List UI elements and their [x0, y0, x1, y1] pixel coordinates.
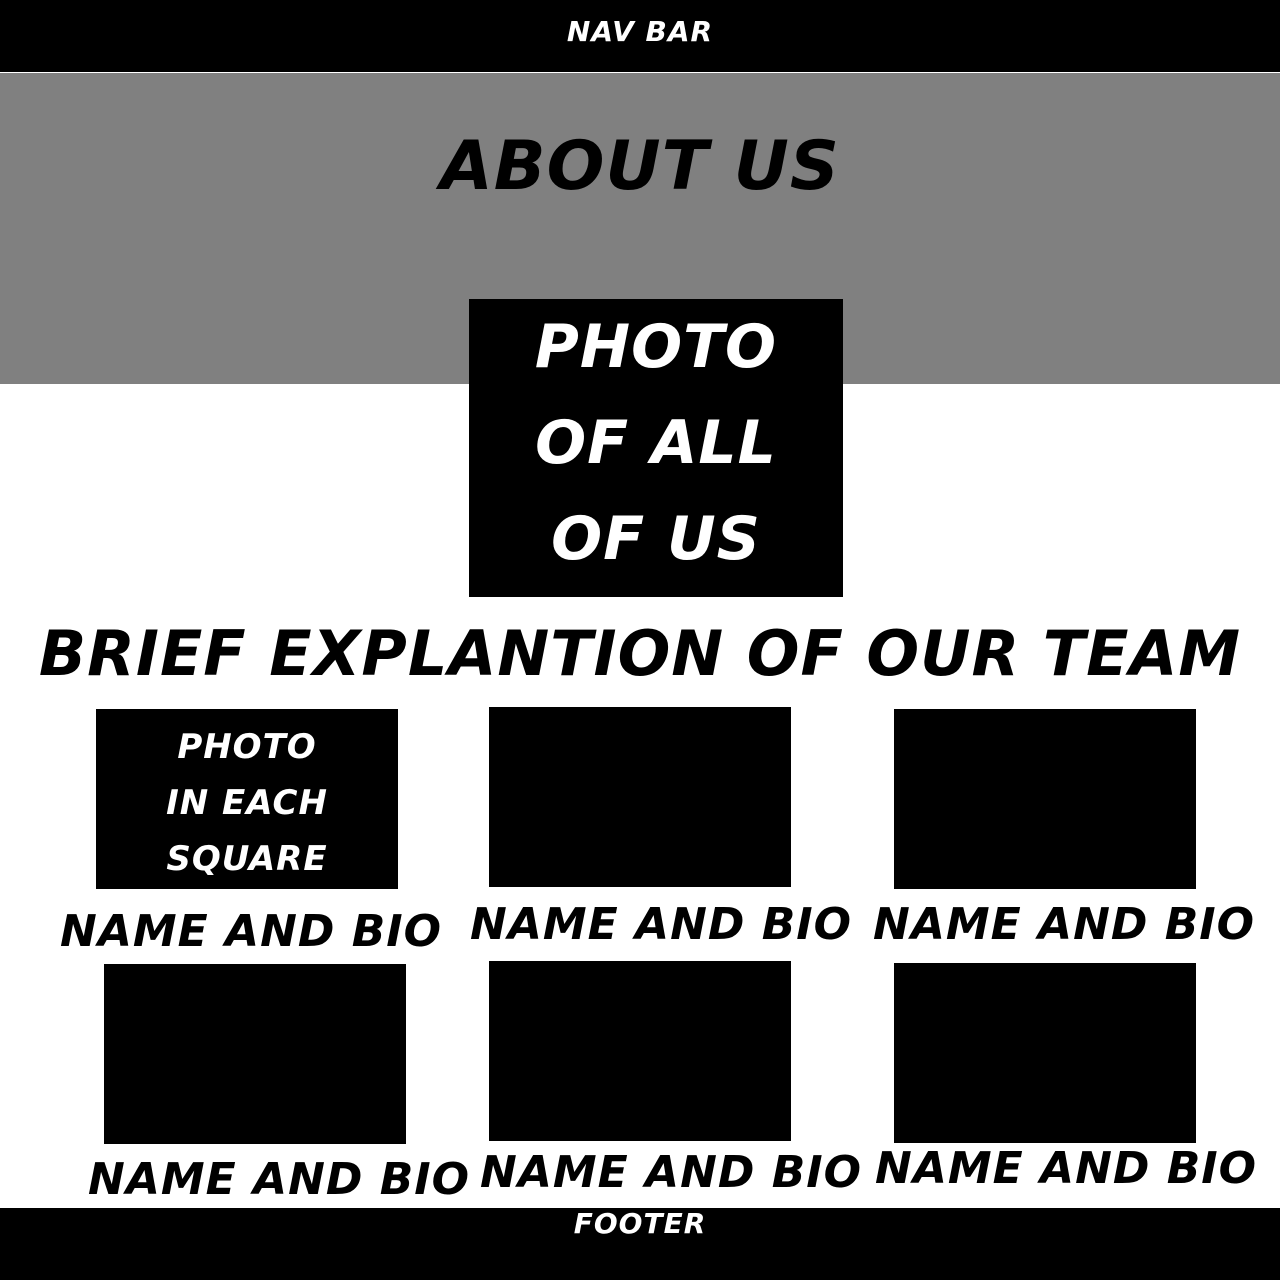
page-title: ABOUT US [440, 127, 840, 206]
member-name-and-bio-2: NAME AND BIO [470, 899, 853, 950]
footer: FOOTER [0, 1207, 1280, 1280]
footer-label: FOOTER [573, 1207, 707, 1240]
member-name-and-bio-4: NAME AND BIO [88, 1154, 471, 1205]
member-photo-1: PHOTO IN EACH SQUARE [96, 709, 398, 889]
team-heading: BRIEF EXPLANTION OF OUR TEAM [38, 617, 1242, 690]
nav-bar-label: NAV BAR [566, 15, 714, 48]
nav-bar: NAV BAR [0, 0, 1280, 72]
group-photo-placeholder: PHOTO OF ALL OF US [469, 299, 843, 597]
member-name-and-bio-1: NAME AND BIO [60, 906, 443, 957]
member-photo-4 [104, 964, 406, 1144]
member-name-and-bio-5: NAME AND BIO [480, 1147, 863, 1198]
member-photo-2 [489, 707, 791, 887]
group-photo-label: PHOTO OF ALL OF US [534, 312, 778, 574]
member-photo-label: PHOTO IN EACH SQUARE [166, 727, 328, 879]
member-photo-6 [894, 963, 1196, 1143]
member-photo-3 [894, 709, 1196, 889]
member-photo-5 [489, 961, 791, 1141]
member-name-and-bio-3: NAME AND BIO [873, 899, 1256, 950]
member-name-and-bio-6: NAME AND BIO [875, 1143, 1258, 1194]
